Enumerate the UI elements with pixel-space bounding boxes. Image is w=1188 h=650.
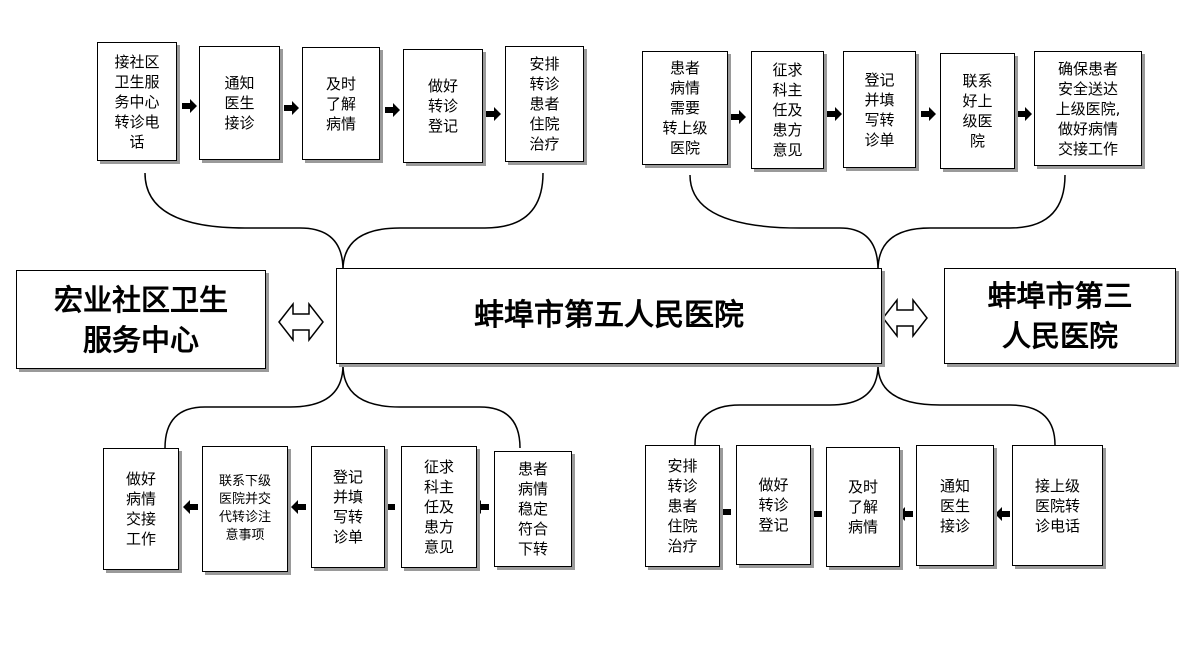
flow-arrow-9 bbox=[183, 500, 198, 514]
bl-step-4: 征求 科主 任及 患方 意见 bbox=[401, 446, 477, 568]
double-arrow-right bbox=[882, 297, 928, 339]
flow-arrow-4 bbox=[486, 107, 501, 121]
bl-step-1: 做好 病情 交接 工作 bbox=[103, 448, 179, 570]
bl-step-2: 联系下级 医院并交 代转诊注 意事项 bbox=[202, 446, 288, 572]
bracket-bottom-left bbox=[164, 364, 521, 449]
tl-step-5: 安排 转诊 患者 住院 治疗 bbox=[505, 46, 584, 162]
tl-step-2: 通知 医生 接诊 bbox=[199, 46, 280, 160]
right-hospital-box: 蚌埠市第三 人民医院 bbox=[944, 268, 1176, 364]
flow-arrow-16 bbox=[995, 507, 1010, 521]
br-step-4: 通知 医生 接诊 bbox=[916, 445, 994, 566]
bracket-top-left bbox=[144, 172, 544, 271]
br-step-3: 及时 了解 病情 bbox=[826, 447, 900, 567]
flow-arrow-7 bbox=[921, 107, 936, 121]
flow-arrow-2 bbox=[284, 101, 299, 115]
br-step-5: 接上级 医院转 诊电话 bbox=[1012, 445, 1103, 566]
flow-arrow-6 bbox=[827, 107, 842, 121]
tr-step-2: 征求 科主 任及 患方 意见 bbox=[751, 51, 824, 169]
br-step-1: 安排 转诊 患者 住院 治疗 bbox=[645, 445, 720, 567]
tr-step-3: 登记 并填 写转 诊单 bbox=[843, 51, 916, 168]
bl-step-3: 登记 并填 写转 诊单 bbox=[311, 446, 385, 568]
tr-step-4: 联系 好上 级医 院 bbox=[940, 53, 1015, 169]
bl-step-5: 患者 病情 稳定 符合 下转 bbox=[494, 451, 572, 567]
flow-arrow-10 bbox=[291, 500, 306, 514]
flow-arrow-12 bbox=[474, 500, 489, 514]
tr-step-1: 患者 病情 需要 转上级 医院 bbox=[642, 51, 728, 165]
center-hospital-box: 蚌埠市第五人民医院 bbox=[336, 268, 882, 364]
flow-arrow-1 bbox=[182, 99, 197, 113]
bracket-bottom-right bbox=[694, 364, 1056, 446]
tl-step-1: 接社区 卫生服 务中心 转诊电 话 bbox=[97, 42, 177, 161]
flow-arrow-3 bbox=[385, 103, 400, 117]
double-arrow-left bbox=[278, 301, 324, 343]
flow-arrow-15 bbox=[898, 507, 913, 521]
flow-arrow-8 bbox=[1017, 107, 1032, 121]
tr-step-5: 确保患者 安全送达 上级医院, 做好病情 交接工作 bbox=[1034, 51, 1142, 166]
left-hospital-box: 宏业社区卫生 服务中心 bbox=[16, 270, 266, 369]
flow-arrow-5 bbox=[731, 110, 746, 124]
tl-step-3: 及时 了解 病情 bbox=[302, 47, 380, 160]
tl-step-4: 做好 转诊 登记 bbox=[403, 49, 483, 163]
bracket-top-right bbox=[689, 174, 1066, 271]
br-step-2: 做好 转诊 登记 bbox=[736, 445, 811, 565]
